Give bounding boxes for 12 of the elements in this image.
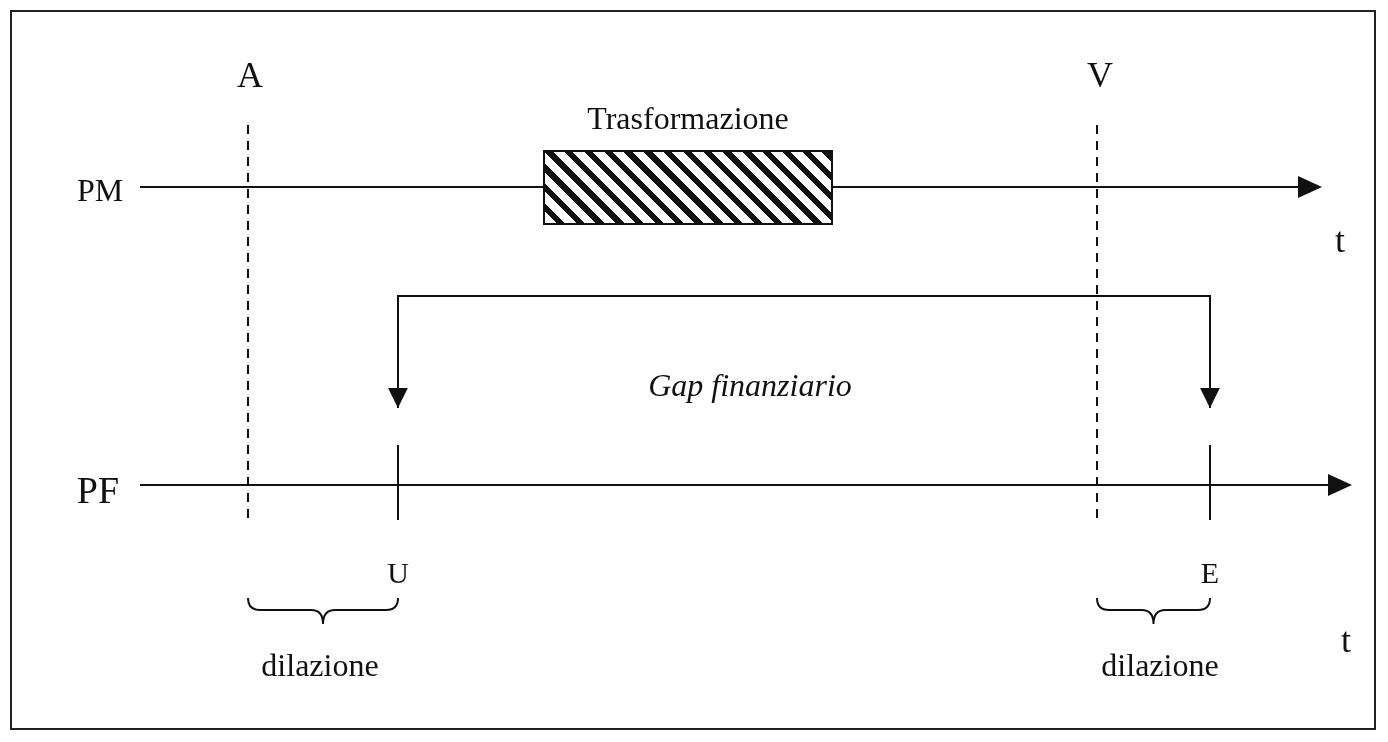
bracket-arrow [388, 295, 1220, 409]
axis-label: t [1341, 622, 1351, 658]
axis-label: dilazione [261, 649, 379, 681]
point-label: U [387, 556, 409, 590]
axis-label: PF [76, 471, 120, 509]
axis-label: dilazione [1101, 649, 1219, 681]
axis-label: A [237, 57, 263, 93]
axis-label: t [1335, 222, 1345, 258]
box-heading: Trasformazione [587, 100, 789, 137]
axis-label: PM [76, 174, 124, 206]
point-label: E [1200, 556, 1220, 590]
axis-label: V [1087, 57, 1113, 93]
